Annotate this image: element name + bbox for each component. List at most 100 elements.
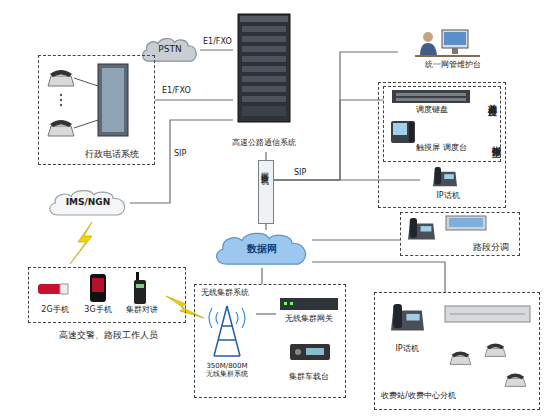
- touch-console: [391, 121, 415, 143]
- cabinet-top-strip: [240, 16, 288, 22]
- node-label: 触摸屏 调度台: [416, 143, 484, 152]
- ip-phone-icon: [408, 218, 435, 240]
- node-label: 350M/800M 无线集群系统: [198, 362, 256, 378]
- edge-label: E1/FXO: [162, 87, 191, 95]
- phone-wire: [74, 78, 98, 86]
- ellipsis-dot: [60, 99, 62, 101]
- cabinet-unit: [242, 46, 286, 52]
- edge-label: SIP: [294, 169, 306, 177]
- device-node: 2G手机: [34, 276, 76, 318]
- radio-antenna: [136, 272, 139, 281]
- console-handset: [409, 122, 414, 142]
- edge-label: SIP: [174, 150, 186, 158]
- key-row: [396, 98, 466, 101]
- telephone-icon: [450, 352, 471, 365]
- node-label: 调度键盘: [402, 105, 462, 114]
- connector-line: [261, 268, 262, 284]
- radio-display: [306, 348, 324, 355]
- dashed-group: 指挥室总调度台调度键盘触摸屏 调度台IP话机: [378, 82, 506, 208]
- ellipsis-dot: [60, 94, 62, 96]
- telephone-icon: [485, 344, 506, 357]
- operator-head: [423, 32, 433, 42]
- device-node: IP话机: [384, 300, 430, 356]
- edge-label: E1/FXO: [203, 38, 232, 46]
- node-label: 路段分调: [463, 242, 519, 252]
- telephone-icon: [48, 120, 74, 136]
- trunk-gateway: [280, 298, 338, 310]
- device-node: 调度键盘: [388, 89, 474, 115]
- connector-line: [155, 99, 233, 100]
- node-label: PSTN: [140, 44, 200, 54]
- monitor-stand: [452, 48, 458, 54]
- node-label: 无线集群系统: [201, 288, 249, 297]
- connector-line: [274, 52, 398, 180]
- radio-tower: [214, 306, 240, 356]
- device-node: 集群车载台: [276, 338, 342, 388]
- cabinet-unit: [242, 66, 286, 72]
- node-label: 收费站/收费中心分机: [381, 391, 481, 400]
- dispatch-monitor: [446, 216, 486, 230]
- node-label: 行政电话系统: [69, 149, 154, 159]
- ip-phone-icon: [391, 304, 424, 330]
- device-node: IP话机: [420, 166, 476, 204]
- telephone-icon: [505, 374, 526, 387]
- dashed-group: 路段分调: [400, 212, 520, 256]
- connector-line: [130, 120, 233, 203]
- node-label: IMS/NGN: [46, 197, 130, 207]
- radio-waves: [209, 308, 245, 328]
- dashed-group: 总调度台调度键盘触摸屏 调度台: [383, 86, 501, 162]
- connector-line: [200, 49, 233, 50]
- wireless-bolt: [166, 296, 204, 318]
- dashed-group: 高速交警、路段工作人员2G手机3G手机集群对讲: [28, 267, 186, 323]
- operator-body: [420, 43, 437, 56]
- cabinet-unit: [242, 36, 286, 42]
- device-node: 统一网管维护台: [398, 30, 508, 72]
- touch-screen: [393, 123, 407, 135]
- dashed-group: 行政电话系统: [38, 55, 155, 165]
- cloud-node: IMS/NGN: [46, 188, 130, 218]
- node-label: IP话机: [420, 191, 476, 200]
- walkie-talkie: [134, 280, 146, 304]
- node-label: IP话机: [384, 344, 430, 353]
- node-label: 数据网: [212, 243, 312, 255]
- cloud-node: PSTN: [140, 36, 200, 64]
- phone-screen: [92, 278, 104, 292]
- node-label: 高速公路通信系统: [211, 138, 317, 147]
- device-node: 350M/800M 无线集群系统: [198, 302, 256, 394]
- node-label: 集群对讲: [120, 305, 164, 314]
- pbx-cabinet-door: [102, 68, 124, 132]
- node-label: 无线集群网关: [276, 314, 342, 323]
- wireless-bolt: [70, 222, 92, 264]
- connector-line: [274, 179, 420, 180]
- device-panel-line: [450, 314, 525, 315]
- cabinet-unit: [242, 76, 286, 82]
- monitor: [442, 30, 468, 48]
- node-label: 总调度台: [488, 97, 498, 101]
- status-led: [290, 302, 293, 305]
- telephone-icon: [48, 70, 74, 86]
- node-label: 3G手机: [80, 305, 116, 314]
- phone-wire: [74, 120, 98, 128]
- node-label: 网络交换机: [260, 166, 269, 171]
- device-node: 3G手机: [80, 272, 116, 318]
- ellipsis-dot: [60, 104, 62, 106]
- monitor-screen: [444, 32, 466, 45]
- device-node: 无线集群网关: [276, 296, 342, 330]
- cloud-node: 数据网: [212, 230, 312, 268]
- connector-line: [265, 224, 266, 230]
- desk: [415, 55, 480, 57]
- switch-box: 网络交换机: [258, 160, 274, 224]
- connector-line: [312, 239, 400, 240]
- node-label: 高速交警、路段工作人员: [29, 330, 187, 340]
- dispatch-screen: [449, 218, 483, 227]
- dashed-group: 无线集群系统 350M/800M 无线集群系统 无线集群网关集群车载台: [194, 284, 346, 398]
- node-label: 集群车载台: [276, 372, 342, 381]
- connector-line: [265, 152, 266, 160]
- connector-line: [256, 313, 276, 314]
- cabinet-unit: [242, 86, 286, 92]
- main-cabinet: [238, 14, 290, 122]
- ip-phone-icon: [433, 167, 457, 186]
- device-node: 集群对讲: [120, 272, 164, 318]
- node-label: 统一网管维护台: [398, 60, 508, 69]
- key-row: [396, 93, 466, 96]
